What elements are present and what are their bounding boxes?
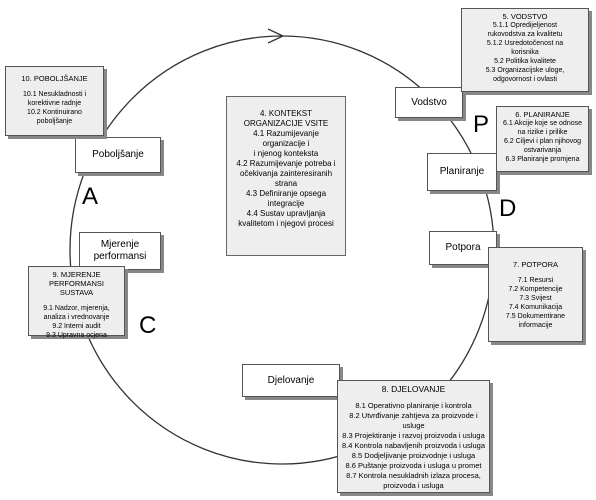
info-djelovanje-item: 8.4 Kontrola nabavljenih proizvoda i usl… [342,441,486,450]
info-planiranje-item: 6.1 Akcije koje se odnose na rizike i pr… [503,120,582,136]
info-poboljsanje-item: 10.1 Nesukladnosti i korektivne radnje [22,91,87,107]
info-planiranje: 6. PLANIRANJE 6.1 Akcije koje se odnose … [496,106,589,172]
info-planiranje-title: 6. PLANIRANJE [515,110,570,119]
info-potpora-item: 7.4 Komunikacija [508,304,563,311]
stage-planiranje-label: Planiranje [439,166,485,177]
info-vodstvo-title: 5. VODSTVO [502,12,548,21]
stage-potpora: Potpora [429,231,497,265]
stage-potpora-label: Potpora [445,242,481,253]
context-line: 4.2 Razumijevanje potreba i [236,159,336,168]
info-djelovanje-item: 8.3 Projektiranje i razvoj proizvoda i u… [342,431,485,440]
context-line: ORGANIZACIJE VSITE [243,119,329,128]
letter-p: P [473,111,490,138]
stage-djelovanje-label: Djelovanje [267,374,315,386]
info-potpora-item: 7.3 Svijest [519,295,552,302]
context-line: kvalitetom i njegovi procesi [238,219,334,228]
stage-planiranje: Planiranje [427,153,497,191]
info-poboljsanje-title: 10. POBOLJŠANJE [21,74,88,83]
info-mjerenje-item: 9.1 Nadzor, mjerenja, analiza i vrednova… [43,305,110,321]
info-mjerenje-title: 9. MJERENJE PERFORMANSI SUSTAVA [48,270,104,297]
info-djelovanje: 8. DJELOVANJE 8.1 Operativno planiranje … [337,380,490,493]
info-poboljsanje: 10. POBOLJŠANJE 10.1 Nesukladnosti i kor… [5,66,104,136]
info-djelovanje-item: 8.2 Utvrđivanje zahtjeva za proizvode i … [349,411,478,430]
info-potpora: 7. POTPORA 7.1 Resursi 7.2 Kompetencije … [488,247,583,342]
stage-vodstvo-label: Vodstvo [411,96,447,108]
info-vodstvo: 5. VODSTVO 5.1.1 Opredijeljenost rukovod… [461,8,589,92]
info-vodstvo-item: 5.3 Organizacijske uloge, odgovornost i … [485,67,565,83]
info-mjerenje-item: 9.3 Upravna ocjena [46,332,107,339]
letter-d: D [499,195,517,222]
info-planiranje-item: 6.2 Ciljevi i plan njihovog ostvarivanja [503,138,582,154]
info-djelovanje-item: 8.5 Dodjeljivanje proizvodnje i usluga [351,451,476,460]
context-line: integracije [267,199,305,208]
letter-c: C [139,312,157,339]
stage-djelovanje: Djelovanje [242,364,340,397]
info-vodstvo-item: 5.1.1 Opredijeljenost rukovodstva za kva… [487,22,563,38]
stage-vodstvo: Vodstvo [395,87,463,118]
letter-a: A [82,183,99,210]
info-mjerenje-item: 9.2 Interni audit [52,323,101,330]
info-vodstvo-item: 5.2 Politika kvalitete [494,58,556,65]
context-line: 4.4 Sustav upravljanja [246,209,326,218]
info-djelovanje-item: 8.6 Puštanje proizvoda i usluga u promet [345,461,482,470]
context-line: 4.1 Razumijevanje organizacije i [253,129,319,148]
info-potpora-title: 7. POTPORA [512,260,558,269]
info-potpora-item: 7.2 Kompetencije [508,286,563,293]
stage-poboljsanje: Poboljšanje [75,137,161,173]
info-vodstvo-item: 5.1.2 Usredotočenost na korisnika [486,40,564,56]
direction-arrow-icon [267,28,285,44]
context-line: i njenog konteksta [253,149,319,158]
info-djelovanje-title: 8. DJELOVANJE [381,384,446,394]
info-mjerenje: 9. MJERENJE PERFORMANSI SUSTAVA 9.1 Nadz… [28,266,125,339]
info-potpora-item: 7.5 Dokumentirane informacije [505,313,566,329]
info-poboljsanje-item: 10.2 Kontinuirano poboljšanje [27,109,82,125]
stage-poboljsanje-label: Poboljšanje [92,149,144,160]
context-line: 4. KONTEKST [259,109,312,118]
context-line: očekivanja zainteresiranih strana [239,169,333,188]
info-djelovanje-item: 8.7 Kontrola nesukladnih izlaza procesa,… [346,471,481,490]
stage-mjerenje-label: Mjerenje performansi [93,239,147,262]
info-djelovanje-item: 8.1 Operativno planiranje i kontrola [355,401,472,410]
context-line: 4.3 Definiranje opsega [245,189,327,198]
info-planiranje-item: 6.3 Planiranje promjena [505,156,580,163]
stage-mjerenje: Mjerenje performansi [79,232,161,270]
info-potpora-item: 7.1 Resursi [517,277,554,284]
